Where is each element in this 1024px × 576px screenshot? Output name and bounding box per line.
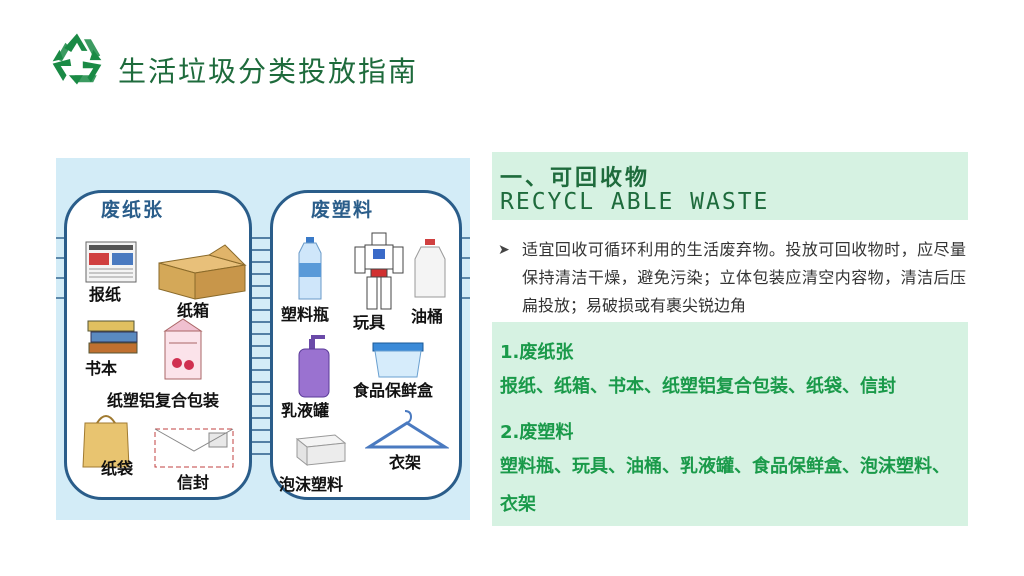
section-title-cn: 一、可回收物 (500, 166, 651, 191)
card-title-plastic: 废塑料 (303, 195, 383, 222)
oil-jug-illustration (414, 239, 446, 298)
paper-bag-illustration (82, 415, 130, 468)
description-text: 适宜回收可循环利用的生活废弃物。投放可回收物时，应尽量保持清洁干燥，避免污染；立… (522, 240, 966, 315)
page-title: 生活垃圾分类投放指南 (118, 55, 419, 88)
item-label: 信封 (177, 473, 210, 492)
toy-robot-illustration (354, 232, 404, 310)
newspaper-illustration (85, 241, 137, 283)
foam-box-illustration (295, 434, 347, 467)
recycle-icon (52, 33, 102, 85)
water-bottle-illustration (298, 237, 322, 300)
card-title-paper: 废纸张 (93, 195, 173, 222)
hanger-illustration (365, 410, 449, 449)
food-container-illustration (372, 342, 424, 378)
item-label: 纸袋 (101, 459, 134, 478)
item-label: 报纸 (89, 285, 122, 304)
item-label: 玩具 (353, 313, 386, 332)
bullet-arrow-icon: ➤ (498, 242, 510, 258)
category-heading-plastic: 2.废塑料 (500, 422, 574, 443)
item-label: 食品保鲜盒 (353, 381, 434, 400)
plastic-waste-card: 废塑料 塑料瓶 玩具 油桶 乳液罐 (270, 190, 462, 500)
item-label: 泡沫塑料 (279, 475, 344, 494)
category-items-paper: 报纸、纸箱、书本、纸塑铝复合包装、纸袋、信封 (500, 376, 896, 397)
milk-carton-illustration (163, 318, 203, 380)
envelope-illustration (154, 428, 234, 468)
item-label: 纸塑铝复合包装 (107, 391, 220, 410)
item-label: 书本 (85, 359, 118, 378)
category-items-plastic: 塑料瓶、玩具、油桶、乳液罐、食品保鲜盒、泡沫塑料、衣架 (500, 456, 950, 515)
background-stripes (56, 237, 470, 455)
lotion-bottle-illustration (298, 335, 330, 398)
item-label: 油桶 (411, 307, 444, 326)
item-label: 乳液罐 (281, 401, 330, 420)
section-title-en: RECYCL ABLE WASTE (500, 189, 770, 215)
books-illustration (87, 320, 138, 354)
item-label: 塑料瓶 (281, 305, 330, 324)
item-label: 衣架 (389, 453, 422, 472)
illustration-panel: 废纸张 报纸 纸箱 书本 纸塑铝复合包装 (56, 158, 470, 520)
section-description: ➤ 适宜回收可循环利用的生活废弃物。投放可回收物时，应尽量保持清洁干燥，避免污染… (498, 236, 966, 320)
category-heading-paper: 1.废纸张 (500, 342, 574, 363)
paper-waste-card: 废纸张 报纸 纸箱 书本 纸塑铝复合包装 (64, 190, 252, 500)
item-label: 纸箱 (177, 301, 210, 320)
section-header: 一、可回收物 RECYCL ABLE WASTE (492, 152, 968, 220)
cardboard-box-illustration (158, 244, 247, 300)
category-detail-box: 1.废纸张 报纸、纸箱、书本、纸塑铝复合包装、纸袋、信封 2.废塑料 塑料瓶、玩… (492, 322, 968, 526)
